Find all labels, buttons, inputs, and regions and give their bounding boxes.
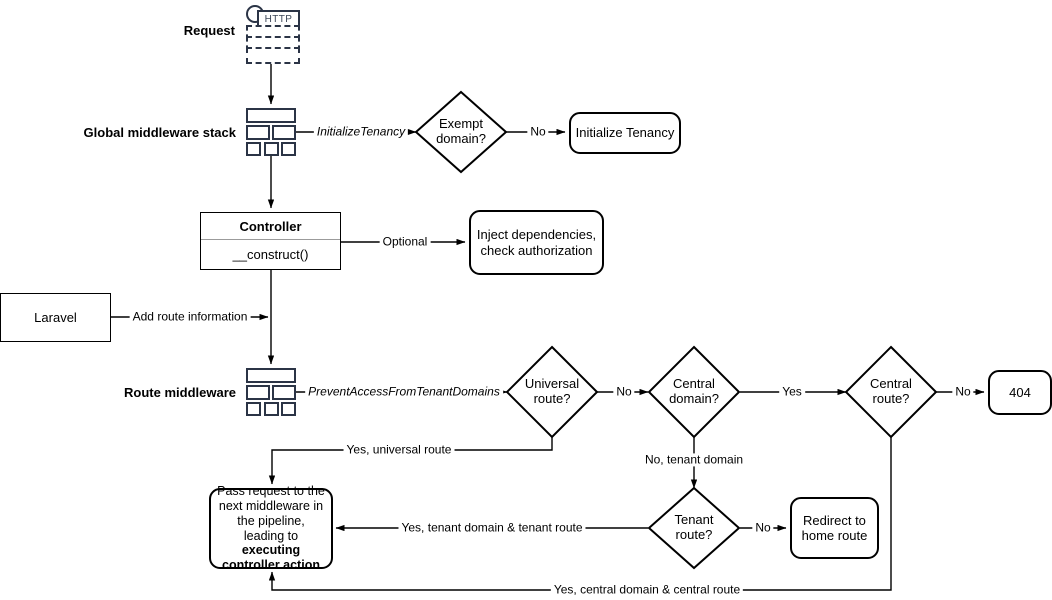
- global-middleware-stack-label: Global middleware stack: [83, 125, 236, 140]
- controller-title: Controller: [201, 213, 340, 240]
- pass-request-text: Pass request to the next middleware in t…: [217, 484, 325, 543]
- edge-label-add-route-information: Add route information: [129, 310, 251, 324]
- decision-central-route: Central route?: [846, 347, 936, 437]
- stack-cell-mid-left: [246, 125, 270, 140]
- stack-cell-bot-right: [281, 402, 296, 416]
- tenant-route-line-2: route?: [675, 527, 713, 542]
- http-body-row-3: [246, 47, 300, 64]
- stack-cell-bot-mid: [264, 402, 279, 416]
- node-initialize-tenancy[interactable]: Initialize Tenancy: [569, 112, 681, 154]
- controller-method: __construct(): [232, 247, 309, 262]
- http-request-icon: HTTP: [246, 4, 300, 64]
- node-initialize-tenancy-label: Initialize Tenancy: [575, 125, 675, 141]
- edge-label-tenant-route-no: No: [752, 521, 774, 535]
- edge-label-central-route-no: No: [952, 385, 974, 399]
- edge-label-prevent-access: PreventAccessFromTenantDomains: [305, 385, 503, 399]
- stack-cell-bot-left: [246, 402, 261, 416]
- stack-cell-mid-left: [246, 385, 270, 400]
- edge-label-yes-universal-route: Yes, universal route: [343, 443, 455, 457]
- tenant-route-line-1: Tenant: [674, 512, 714, 528]
- stack-cell-bot-mid: [264, 142, 279, 156]
- edge-label-central-domain-yes: Yes: [779, 385, 805, 399]
- decision-tenant-route: Tenant route?: [649, 488, 739, 568]
- node-pass-request[interactable]: Pass request to the next middleware in t…: [209, 484, 333, 572]
- edge-label-exempt-no: No: [527, 125, 549, 139]
- stack-cell-top: [246, 108, 296, 123]
- decision-universal-route-label: Universal route?: [507, 347, 597, 437]
- node-laravel[interactable]: Laravel: [0, 293, 111, 342]
- middleware-stack-icon-global: [246, 108, 296, 156]
- edge-label-universal-no: No: [613, 385, 635, 399]
- pass-request-emphasis: executing controller action: [222, 543, 320, 572]
- stack-cell-bot-left: [246, 142, 261, 156]
- route-middleware-label: Route middleware: [124, 385, 236, 400]
- node-inject-dependencies[interactable]: Inject dependencies, check authorization: [469, 210, 604, 275]
- universal-route-line-1: Universal: [524, 376, 580, 392]
- decision-central-domain-label: Central domain?: [649, 347, 739, 437]
- inject-dependencies-line-2: check authorization: [480, 242, 593, 258]
- stack-cell-mid-right: [272, 125, 296, 140]
- central-domain-line-2: domain?: [669, 391, 719, 406]
- central-domain-line-1: Central: [673, 376, 715, 392]
- universal-route-line-2: route?: [533, 391, 571, 406]
- redirect-home-line-2: home route: [801, 528, 868, 543]
- decision-exempt-domain-label: Exempt domain?: [416, 92, 506, 172]
- exempt-domain-line-2: domain?: [436, 131, 486, 146]
- node-404-label: 404: [1009, 384, 1031, 400]
- inject-dependencies-line-1: Inject dependencies,: [476, 227, 597, 243]
- decision-exempt-domain: Exempt domain?: [416, 92, 506, 172]
- decision-tenant-route-label: Tenant route?: [649, 488, 739, 568]
- request-label: Request: [183, 23, 235, 38]
- node-laravel-label: Laravel: [34, 309, 77, 325]
- edge-label-no-tenant-domain: No, tenant domain: [641, 453, 747, 467]
- decision-central-domain: Central domain?: [649, 347, 739, 437]
- node-404[interactable]: 404: [988, 370, 1052, 415]
- edge-label-optional: Optional: [379, 235, 431, 249]
- node-controller[interactable]: Controller __construct(): [200, 212, 341, 270]
- middleware-stack-icon-route: [246, 368, 296, 416]
- stack-cell-top: [246, 368, 296, 383]
- central-route-line-2: route?: [872, 391, 910, 406]
- stack-cell-mid-right: [272, 385, 296, 400]
- decision-universal-route: Universal route?: [507, 347, 597, 437]
- decision-central-route-label: Central route?: [846, 347, 936, 437]
- node-redirect-home-route[interactable]: Redirect to home route: [790, 497, 879, 559]
- stack-cell-bot-right: [281, 142, 296, 156]
- edge-label-yes-central-domain-central-route: Yes, central domain & central route: [550, 583, 744, 597]
- redirect-home-line-1: Redirect to: [803, 512, 866, 528]
- central-route-line-1: Central: [870, 376, 912, 392]
- exempt-domain-line-1: Exempt: [438, 116, 484, 132]
- edge-label-yes-tenant-domain-tenant-route: Yes, tenant domain & tenant route: [398, 521, 586, 535]
- edge-label-initialize-tenancy: InitializeTenancy: [313, 125, 409, 139]
